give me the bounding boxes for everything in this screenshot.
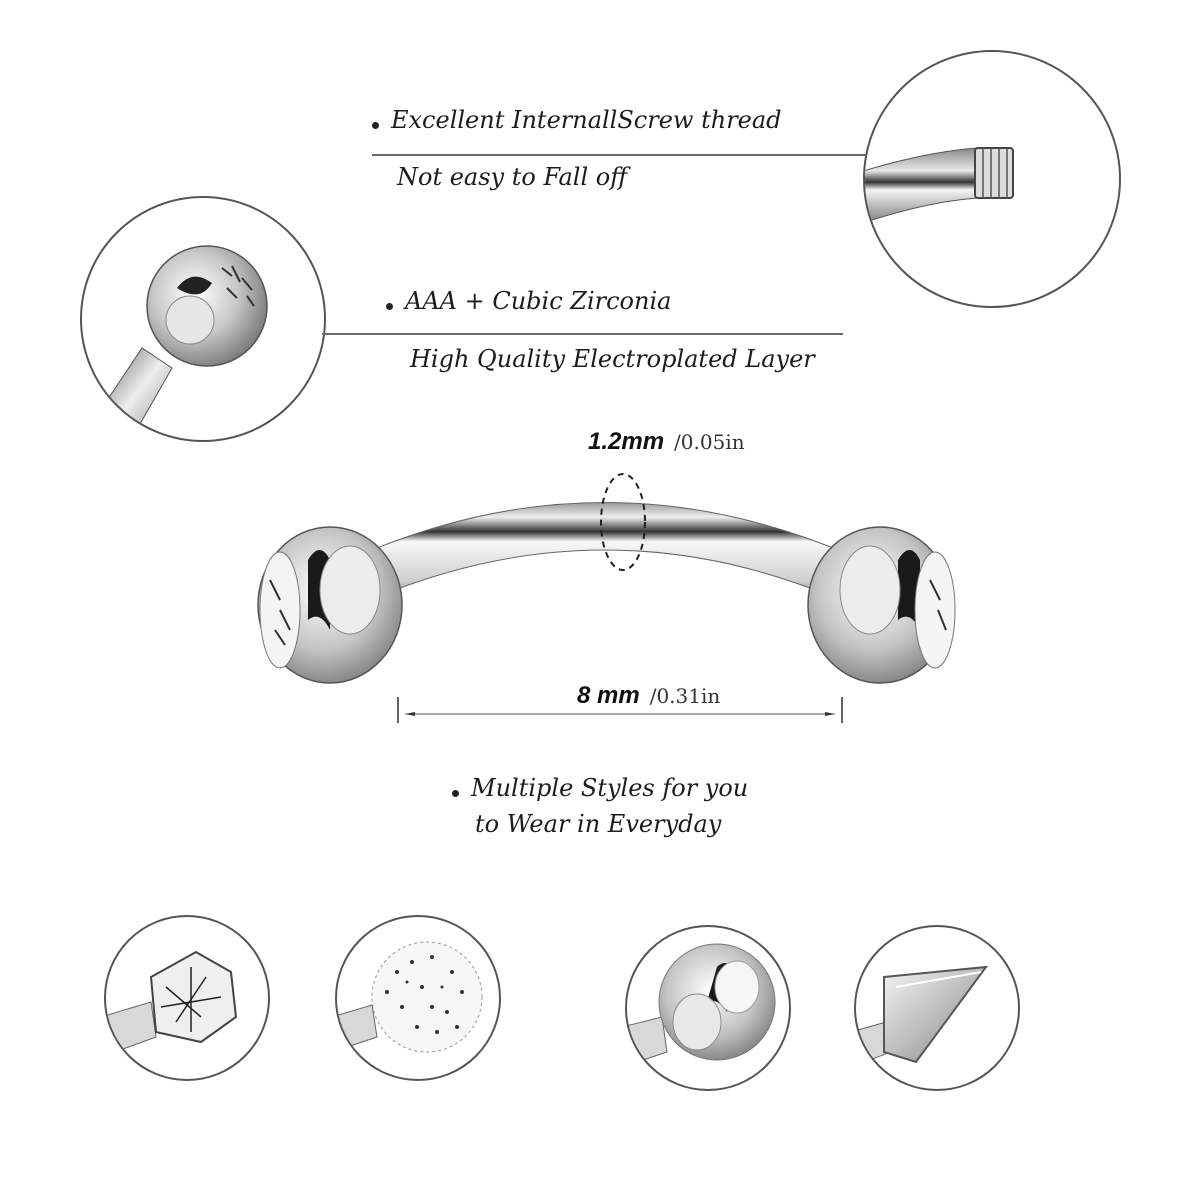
style-variant-spike [854,925,1020,1091]
spike-cone-icon [856,965,989,1066]
feature-styles-line1: Multiple Styles for you [452,774,748,802]
curved-barbell-icon [257,473,956,684]
feature-zirconia-subtitle: High Quality Electroplated Layer [410,345,815,373]
style-variant-steel-ball [625,925,791,1091]
pave-crystal-ball-icon [337,941,483,1053]
steel-ball-icon [627,943,776,1066]
curved-barbell-illustration [250,460,960,700]
length-dimension-arrow [395,695,847,725]
gem-ball-icon [101,245,268,439]
bullet-icon [372,122,379,129]
gauge-dimension-label: 1.2mm/0.05in [588,428,745,455]
feature-thread-title: Excellent InternallScrew thread [372,106,782,134]
divider-zirconia [322,333,843,335]
screw-thread-icon [865,147,1014,223]
dimension-arrow-icon [397,697,843,723]
bullet-icon [386,303,393,310]
style-variant-pave-ball [335,915,501,1081]
feature-styles-line2: to Wear in Everyday [475,810,722,838]
prong-gem-icon [106,950,238,1056]
bullet-icon [452,790,459,797]
zirconia-detail-circle [80,196,326,442]
divider-thread [372,154,866,156]
feature-zirconia-title: AAA + Cubic Zirconia [386,287,671,315]
style-variant-prong-gem [104,915,270,1081]
feature-thread-subtitle: Not easy to Fall off [397,163,628,191]
thread-detail-circle [863,50,1121,308]
length-dimension-label: 8 mm/0.31in [577,682,721,709]
